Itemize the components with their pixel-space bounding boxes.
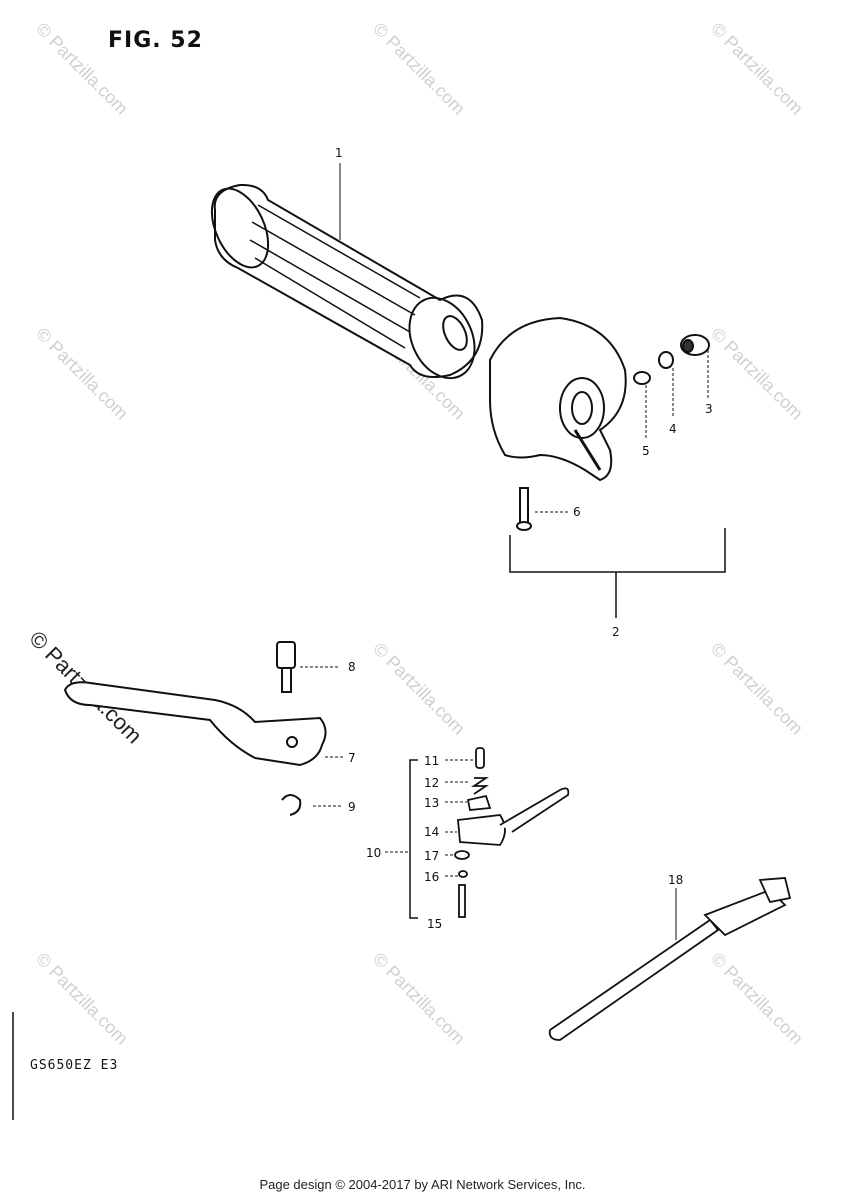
part-label: 8	[348, 660, 356, 674]
part-label: 1	[335, 146, 343, 160]
watermark: © Partzilla.com	[707, 639, 807, 739]
figure-title: FIG. 52	[108, 28, 203, 53]
switch-housing	[489, 316, 627, 482]
model-code: GS650EZ E3	[30, 1058, 119, 1073]
watermark: © Partzilla.com	[707, 324, 807, 424]
part-label: 10	[366, 846, 381, 860]
part-label: 14	[424, 825, 439, 839]
watermark: © Partzilla.com	[369, 949, 469, 1049]
watermark: © Partzilla.com	[32, 19, 132, 119]
leader-lines	[300, 163, 709, 940]
screw-6	[516, 487, 532, 531]
watermark: © Partzilla.com	[369, 19, 469, 119]
assembly-bracket	[509, 528, 726, 618]
watermark: © Partzilla.com	[707, 19, 807, 119]
part-label: 5	[642, 444, 650, 458]
clip-9	[281, 794, 302, 816]
part-label: 15	[427, 917, 442, 931]
brake-lever	[63, 681, 327, 767]
footer-copyright: Page design © 2004-2017 by ARI Network S…	[259, 1177, 586, 1192]
part-label: 17	[424, 849, 439, 863]
part-labels: 1 2 3 4 5 6 7 8 9 10 11 12 13 14 15 16 1…	[335, 146, 713, 931]
watermark-layer: © Partzilla.com © Partzilla.com © Partzi…	[24, 19, 807, 1049]
part-label: 3	[705, 402, 713, 416]
bolt-8	[276, 641, 296, 693]
watermark: © Partzilla.com	[32, 949, 132, 1049]
part-label: 4	[669, 422, 677, 436]
part-label: 6	[573, 505, 581, 519]
watermark: © Partzilla.com	[369, 639, 469, 739]
switch-stack	[454, 747, 570, 918]
watermark: © Partzilla.com	[707, 949, 807, 1049]
watermark: © Partzilla.com	[32, 324, 132, 424]
small-parts-3-4-5	[633, 334, 710, 385]
throttle-grip	[210, 183, 484, 380]
part-label: 2	[612, 625, 620, 639]
part-label: 9	[348, 800, 356, 814]
bracket-10	[409, 759, 418, 919]
part-label: 18	[668, 873, 683, 887]
cable-tie	[548, 877, 792, 1041]
part-label: 16	[424, 870, 439, 884]
part-label: 11	[424, 754, 439, 768]
part-label: 12	[424, 776, 439, 790]
part-label: 13	[424, 796, 439, 810]
part-label: 7	[348, 751, 356, 765]
